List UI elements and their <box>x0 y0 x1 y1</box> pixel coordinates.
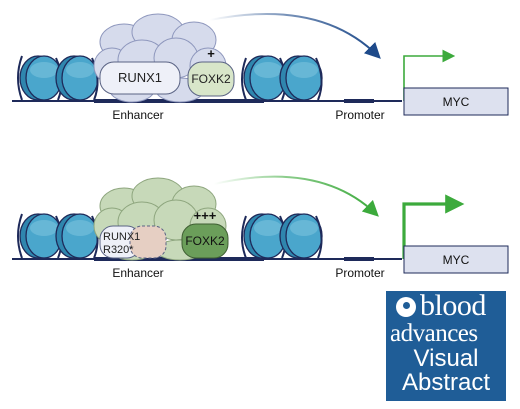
top-gene-label: MYC <box>443 95 470 109</box>
bottom-nucleosome-1 <box>17 213 63 259</box>
bottom-runx1-label-line1: RUNX1 <box>103 231 140 243</box>
top-activation-arrow <box>209 12 381 59</box>
top-nucleosome-2 <box>55 55 99 101</box>
top-gene-box <box>403 87 509 116</box>
blood-drop-icon <box>396 297 416 317</box>
bottom-nucleosome-4 <box>279 213 323 259</box>
bottom-activation-arrow <box>213 175 379 217</box>
top-runx1-protein <box>99 61 181 95</box>
top-foxk2-protein <box>187 61 235 97</box>
logo-blood-text: blood <box>420 289 486 322</box>
bottom-gene-label: MYC <box>443 253 470 267</box>
top-tss-arrow <box>403 49 456 101</box>
bottom-runx1-label-line2: R320* <box>103 244 134 256</box>
journal-logo: blood advances Visual Abstract <box>386 289 506 401</box>
bottom-tss-arrow <box>402 194 465 259</box>
top-enhancer-label: Enhancer <box>112 108 163 122</box>
bottom-nucleosome-2 <box>55 213 99 259</box>
bottom-panel: RUNX1 R320* FOXK2 +++ MYC Enhancer Promo… <box>12 175 509 280</box>
bottom-runx1-truncated-region <box>129 225 167 259</box>
top-nucleosome-4 <box>279 55 323 101</box>
bottom-gene-box <box>403 245 509 274</box>
top-nucleosome-3 <box>241 55 287 101</box>
top-nucleosome-1 <box>17 55 63 101</box>
top-runx1-label: RUNX1 <box>118 70 162 85</box>
bottom-foxk2-label: FOXK2 <box>185 234 225 248</box>
logo-top-row: blood <box>396 289 504 323</box>
bottom-activity-sign: +++ <box>194 208 217 223</box>
bottom-enhancer-label: Enhancer <box>112 266 163 280</box>
logo-advances-text: advances <box>390 320 478 347</box>
top-promoter-region <box>344 99 374 103</box>
bottom-promoter-region <box>344 257 374 261</box>
logo-abstract-text: Abstract <box>401 369 491 396</box>
bottom-promoter-label: Promoter <box>335 266 384 280</box>
top-activity-sign: + <box>207 46 215 61</box>
bottom-foxk2-protein <box>181 223 229 259</box>
top-foxk2-label: FOXK2 <box>191 72 231 86</box>
top-panel: RUNX1 FOXK2 + MYC Enhancer Promoter <box>12 12 509 122</box>
top-promoter-label: Promoter <box>335 108 384 122</box>
logo-visual-text: Visual <box>413 345 479 372</box>
